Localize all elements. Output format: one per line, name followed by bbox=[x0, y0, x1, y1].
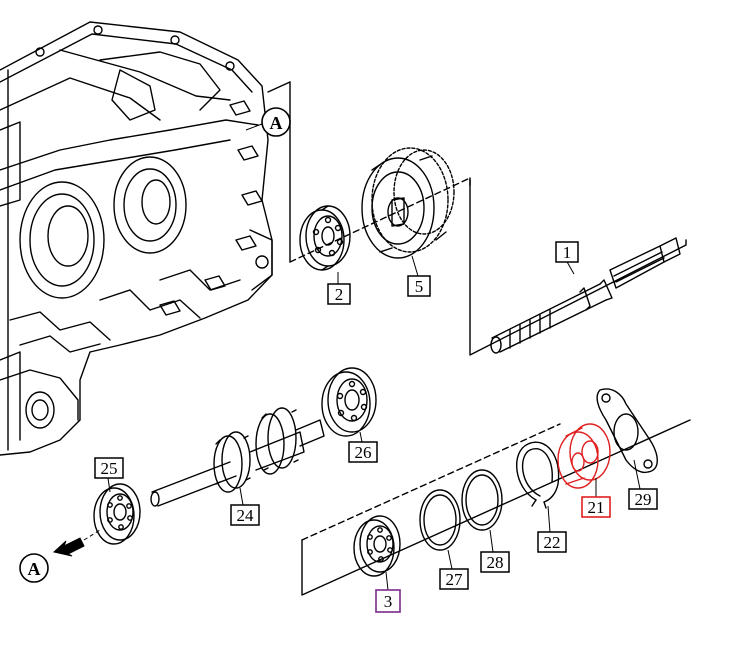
bearing-3-drawing bbox=[353, 515, 401, 577]
gasket-29-drawing bbox=[596, 388, 658, 474]
svg-text:28: 28 bbox=[487, 553, 504, 572]
svg-text:25: 25 bbox=[101, 459, 118, 478]
arrow-icon bbox=[52, 529, 101, 557]
transmission-housing bbox=[0, 21, 273, 456]
callout-22: 22 bbox=[537, 531, 567, 553]
bearing-26-drawing bbox=[321, 367, 377, 437]
svg-text:A: A bbox=[270, 113, 283, 133]
svg-text:29: 29 bbox=[635, 490, 652, 509]
svg-text:3: 3 bbox=[384, 592, 393, 611]
gear-5-drawing bbox=[361, 147, 455, 259]
ring-27-drawing bbox=[419, 489, 461, 551]
callout-24: 24 bbox=[230, 504, 260, 526]
svg-text:24: 24 bbox=[237, 506, 255, 525]
callout-29: 29 bbox=[628, 488, 658, 510]
view-marker-a-top: A bbox=[245, 107, 291, 137]
svg-text:22: 22 bbox=[544, 533, 561, 552]
callout-26: 26 bbox=[348, 441, 378, 463]
callout-3: 3 bbox=[375, 589, 401, 613]
svg-text:1: 1 bbox=[563, 243, 572, 262]
callout-25: 25 bbox=[94, 457, 124, 479]
callout-21: 21 bbox=[581, 496, 611, 518]
svg-text:26: 26 bbox=[355, 443, 372, 462]
callout-28: 28 bbox=[480, 551, 510, 573]
callout-1: 1 bbox=[555, 241, 579, 263]
bearing-25-drawing bbox=[93, 483, 141, 545]
bearing-2-drawing bbox=[299, 205, 351, 271]
svg-text:5: 5 bbox=[415, 277, 424, 296]
shaft-24-drawing bbox=[150, 407, 325, 507]
shaft-1-drawing bbox=[490, 237, 681, 354]
callout-27: 27 bbox=[439, 568, 469, 590]
ring-28-drawing bbox=[461, 469, 503, 531]
callout-2: 2 bbox=[327, 283, 351, 305]
svg-text:27: 27 bbox=[446, 570, 464, 589]
svg-text:21: 21 bbox=[588, 498, 605, 517]
svg-text:2: 2 bbox=[335, 285, 344, 304]
svg-text:A: A bbox=[28, 559, 41, 579]
callout-5: 5 bbox=[407, 275, 431, 297]
view-marker-a-bottom: A bbox=[19, 553, 49, 583]
spacer-21-drawing bbox=[557, 423, 611, 489]
snap-ring-22-drawing bbox=[515, 441, 560, 509]
